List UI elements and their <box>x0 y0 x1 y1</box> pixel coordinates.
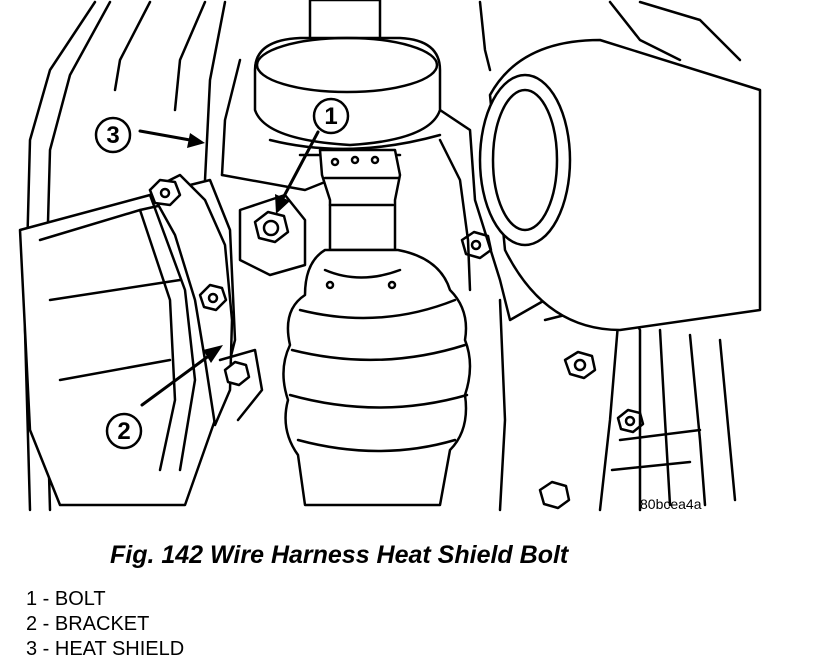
callout-3: 3 <box>94 116 132 154</box>
legend-item-heat-shield: 3 - HEAT SHIELD <box>26 638 185 660</box>
figure-code: 80bcea4a <box>640 496 702 512</box>
callout-number: 2 <box>117 418 130 445</box>
bolt-heads <box>148 178 645 510</box>
figure-caption: Fig. 142 Wire Harness Heat Shield Bolt <box>110 541 569 569</box>
mount-bracket <box>220 173 332 277</box>
bolt-head <box>563 350 597 380</box>
leader-arrow-1 <box>275 130 320 214</box>
callout-1: 1 <box>312 97 350 135</box>
bolt-head <box>616 408 645 434</box>
callout-number: 1 <box>324 103 337 130</box>
cv-boot <box>282 248 472 507</box>
half-shaft <box>318 148 402 252</box>
leader-arrow-3 <box>138 129 205 148</box>
bracket <box>148 173 264 427</box>
leader-arrows <box>138 129 320 407</box>
leader-arrow-2 <box>140 345 223 407</box>
legend: 1 - BOLT 2 - BRACKET 3 - HEAT SHIELD <box>26 587 184 662</box>
bolt-head <box>148 178 182 207</box>
upper-boot <box>253 0 442 157</box>
bolt-head <box>538 480 571 510</box>
cylinder-housing <box>478 38 762 332</box>
engine-diagram: 1 2 3 <box>18 0 762 512</box>
callout-number: 3 <box>106 122 119 149</box>
bolt-head <box>198 283 228 312</box>
bolt-head <box>223 360 251 387</box>
legend-item-bracket: 2 - BRACKET <box>26 613 150 635</box>
callout-2: 2 <box>105 412 143 450</box>
legend-item-bolt: 1 - BOLT <box>26 588 106 610</box>
